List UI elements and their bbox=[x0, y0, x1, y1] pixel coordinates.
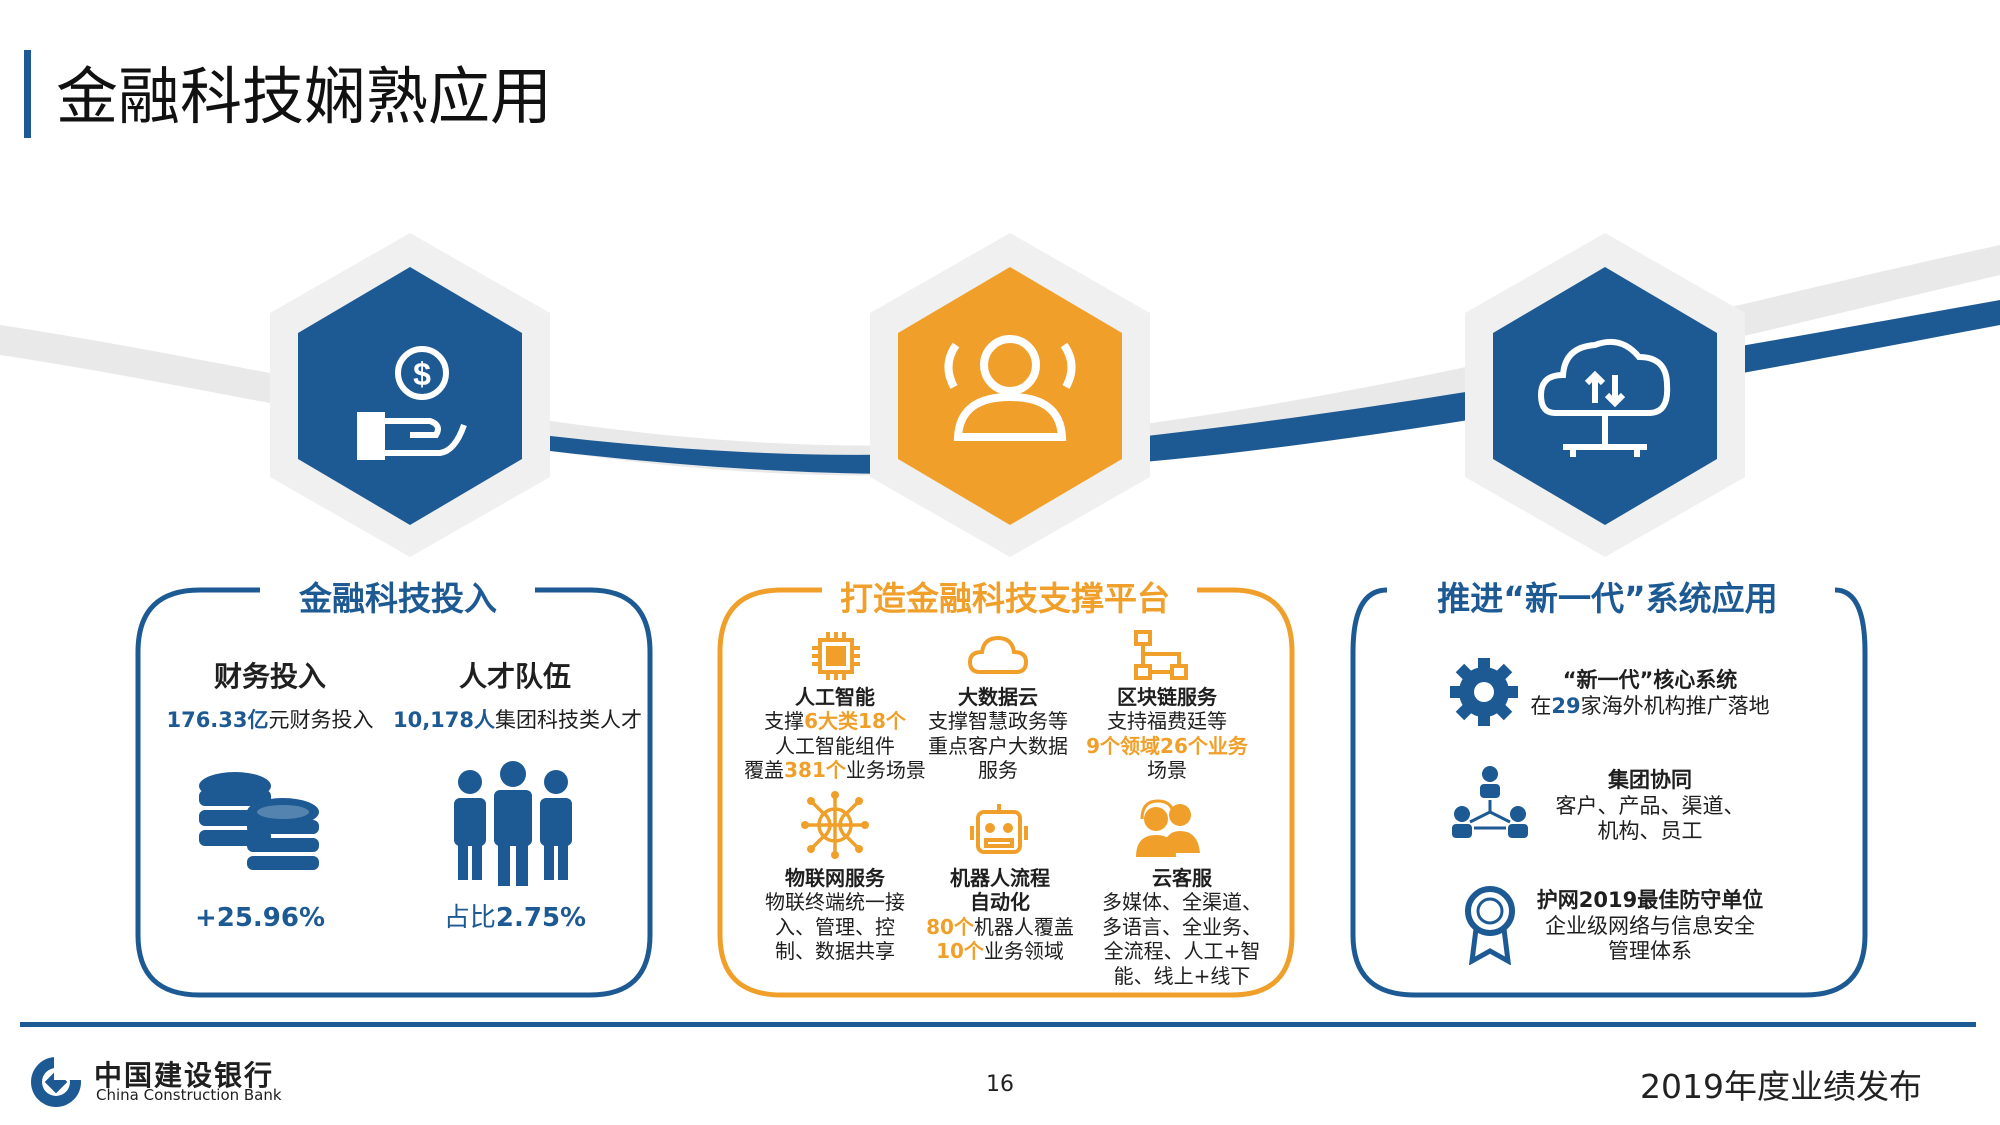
system-item-core: “新一代”核心系统 在29家海外机构推广落地 bbox=[1515, 668, 1785, 719]
cloudservice-l2: 多语言、全业务、 bbox=[1102, 914, 1262, 939]
core-l1a: 在 bbox=[1530, 693, 1552, 718]
award-l1: 企业级网络与信息安全 bbox=[1545, 913, 1755, 938]
talent-heading: 人才队伍 bbox=[458, 660, 571, 693]
panel-system-title: 推进“新一代”系统应用 bbox=[1437, 579, 1778, 618]
cloud-icon bbox=[967, 635, 1029, 674]
platform-item-ai: 人工智能 支撑6大类18个 人工智能组件 覆盖381个业务场景 bbox=[735, 685, 935, 783]
talent-share: 占比2.75% bbox=[420, 903, 610, 935]
rpa-heading-1: 机器人流程 bbox=[950, 866, 1050, 890]
ccb-logo-icon bbox=[31, 1054, 84, 1107]
finance-desc: 176.33亿元财务投入 bbox=[140, 708, 400, 734]
rpa-heading-2: 自动化 bbox=[970, 890, 1030, 915]
system-item-award: 护网2019最佳防守单位 企业级网络与信息安全 管理体系 bbox=[1515, 888, 1785, 965]
platform-item-bigdata: 大数据云 支撑智慧政务等 重点客户大数据 服务 bbox=[898, 685, 1098, 783]
bigdata-l3: 服务 bbox=[978, 758, 1018, 783]
cloudservice-l1: 多媒体、全渠道、 bbox=[1102, 890, 1262, 915]
iot-l1: 物联终端统一接 bbox=[765, 890, 905, 915]
core-l1c: 家海外机构推广落地 bbox=[1580, 693, 1770, 718]
panel-system-frame bbox=[1350, 587, 1868, 998]
award-heading: 护网2019最佳防守单位 bbox=[1536, 888, 1764, 912]
blockchain-l3: 场景 bbox=[1147, 758, 1187, 783]
cloudservice-l3: 全流程、人工+智 bbox=[1103, 939, 1261, 964]
rpa-l2a: 10个 bbox=[936, 939, 984, 964]
title-accent-bar bbox=[24, 50, 31, 138]
ai-l1a: 支撑 bbox=[764, 709, 805, 734]
collab-heading: 集团协同 bbox=[1608, 768, 1692, 792]
platform-item-rpa: 机器人流程 自动化 80个机器人覆盖 10个业务领域 bbox=[895, 866, 1105, 964]
ai-l3a: 覆盖 bbox=[744, 758, 785, 783]
finance-desc-text: 元财务投入 bbox=[268, 708, 374, 732]
headset-service-icon bbox=[1136, 799, 1200, 857]
bigdata-l1: 支撑智慧政务等 bbox=[928, 709, 1068, 734]
bigdata-heading: 大数据云 bbox=[958, 685, 1038, 709]
page-title: 金融科技娴熟应用 bbox=[56, 60, 553, 133]
collab-l2: 机构、员工 bbox=[1597, 819, 1703, 844]
iot-l3: 制、数据共享 bbox=[775, 939, 895, 964]
panel-platform-frame bbox=[717, 587, 1295, 998]
report-title: 2019年度业绩发布 bbox=[1640, 1067, 1922, 1106]
rpa-l1b: 机器人覆盖 bbox=[973, 914, 1074, 939]
chip-icon bbox=[812, 632, 860, 680]
talent-desc: 10,178人集团科技类人才 bbox=[385, 708, 650, 734]
bank-name-en: China Construction Bank bbox=[96, 1086, 282, 1104]
rpa-l1a: 80个 bbox=[926, 914, 974, 939]
core-heading: “新一代”核心系统 bbox=[1562, 668, 1738, 692]
panel-finance-title: 金融科技投入 bbox=[299, 579, 497, 618]
platform-item-blockchain: 区块链服务 支持福费廷等 9个领域26个业务 场景 bbox=[1062, 685, 1272, 783]
panel-finance-frame bbox=[135, 587, 653, 998]
team-people-icon bbox=[454, 761, 572, 886]
platform-item-cloud-service: 云客服 多媒体、全渠道、 多语言、全业务、 全流程、人工+智 能、线上+线下 bbox=[1072, 866, 1292, 988]
svg-text:$: $ bbox=[413, 356, 431, 392]
cloudservice-heading: 云客服 bbox=[1152, 866, 1212, 890]
finance-heading: 财务投入 bbox=[213, 660, 326, 693]
iot-l2: 入、管理、控 bbox=[775, 914, 895, 939]
coins-stack-icon bbox=[199, 772, 319, 870]
footer-divider bbox=[20, 1022, 1976, 1027]
bigdata-l2: 重点客户大数据 bbox=[928, 733, 1068, 758]
blockchain-l2: 9个领域26个业务 bbox=[1086, 733, 1248, 758]
system-item-collab: 集团协同 客户、产品、渠道、 机构、员工 bbox=[1530, 768, 1770, 845]
talent-share-prefix: 占比 bbox=[443, 903, 496, 933]
blockchain-heading: 区块链服务 bbox=[1117, 685, 1217, 709]
ai-l3b: 381个 bbox=[784, 758, 846, 783]
cloudservice-l4: 能、线上+线下 bbox=[1113, 963, 1251, 988]
org-collaboration-icon bbox=[1452, 766, 1528, 838]
hexagon-system bbox=[1465, 233, 1745, 557]
talent-value: 10,178人 bbox=[392, 708, 496, 732]
award-l2: 管理体系 bbox=[1608, 939, 1692, 964]
ai-l1b: 6大类18个 bbox=[804, 709, 906, 734]
panel-platform-title: 打造金融科技支撑平台 bbox=[840, 579, 1170, 618]
award-ribbon-icon bbox=[1465, 886, 1515, 965]
finance-growth: +25.96% bbox=[194, 903, 326, 933]
blockchain-icon bbox=[1134, 630, 1188, 680]
iot-network-icon bbox=[801, 791, 869, 859]
finance-value: 176.33亿 bbox=[166, 708, 269, 732]
talent-desc-text: 集团科技类人才 bbox=[495, 708, 643, 732]
robot-icon bbox=[970, 804, 1028, 854]
talent-share-value: 2.75% bbox=[495, 903, 587, 933]
hexagon-platform bbox=[870, 233, 1150, 557]
gear-icon bbox=[1450, 658, 1518, 726]
people-group-icon bbox=[944, 335, 1076, 441]
ai-heading: 人工智能 bbox=[795, 685, 875, 709]
cloud-network-icon bbox=[1537, 339, 1671, 457]
rpa-l2b: 业务领域 bbox=[983, 939, 1064, 964]
blockchain-l1: 支持福费廷等 bbox=[1107, 709, 1227, 734]
hexagon-finance: $ bbox=[270, 233, 550, 557]
collab-l1: 客户、产品、渠道、 bbox=[1555, 793, 1745, 818]
ai-l3c: 业务场景 bbox=[845, 758, 926, 783]
page-number: 16 bbox=[986, 1072, 1014, 1097]
dollar-hand-icon: $ bbox=[357, 346, 467, 460]
core-l1b: 29 bbox=[1551, 693, 1581, 718]
iot-heading: 物联网服务 bbox=[785, 866, 885, 890]
ai-l2: 人工智能组件 bbox=[775, 733, 895, 758]
bank-name-cn: 中国建设银行 bbox=[94, 1059, 275, 1092]
platform-item-iot: 物联网服务 物联终端统一接 入、管理、控 制、数据共享 bbox=[735, 866, 935, 964]
